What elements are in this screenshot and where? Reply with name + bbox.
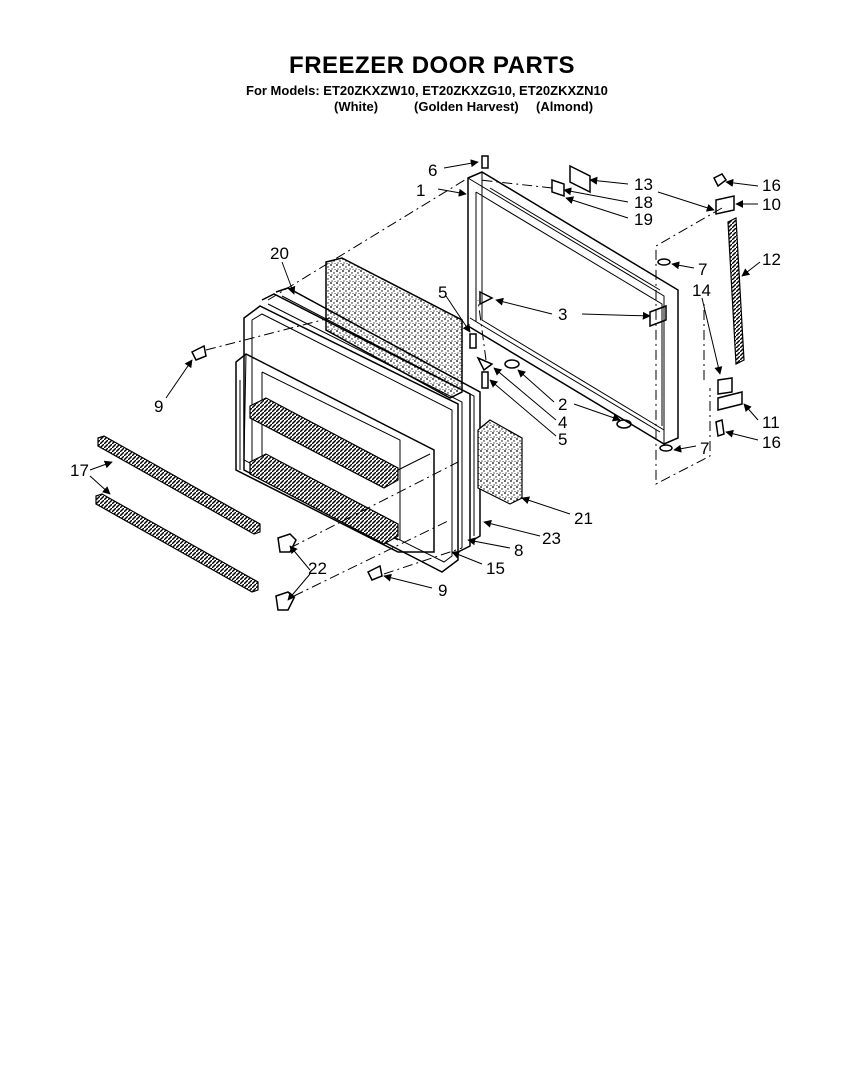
door-frame — [467, 171, 679, 445]
alignment-lines — [205, 177, 723, 597]
callout-4: 4 — [558, 413, 567, 432]
callout-8: 8 — [514, 541, 523, 560]
callout-21: 21 — [574, 509, 593, 528]
callout-1: 1 — [416, 181, 425, 200]
color-golden-harvest: (Golden Harvest) — [414, 99, 519, 114]
door-panel-21 — [477, 419, 523, 505]
callout-23: 23 — [542, 529, 561, 548]
callout-9-bottom: 9 — [438, 581, 447, 600]
door-insulation-panel — [325, 257, 463, 399]
callout-11: 11 — [762, 413, 780, 432]
callout-6: 6 — [428, 161, 437, 180]
callout-labels: 1 6 13 18 19 16 10 12 7 3 5 14 2 4 5 11 … — [70, 161, 781, 600]
color-white: (White) — [334, 99, 379, 114]
callout-14: 14 — [692, 281, 711, 300]
callout-7-bottom: 7 — [700, 439, 709, 458]
callout-19: 19 — [634, 210, 653, 229]
hinge-parts — [190, 155, 743, 581]
rail-end-caps — [275, 533, 297, 611]
leader-lines — [89, 159, 761, 601]
callout-17: 17 — [70, 461, 89, 480]
page-title: FREEZER DOOR PARTS — [289, 52, 575, 79]
callout-9-left: 9 — [154, 397, 163, 416]
callout-5-top: 5 — [438, 283, 447, 302]
callout-16-bottom: 16 — [762, 433, 781, 452]
callout-20: 20 — [270, 244, 289, 263]
callout-2: 2 — [558, 395, 567, 414]
callout-10: 10 — [762, 195, 781, 214]
color-almond: (Almond) — [536, 99, 594, 114]
models-line: For Models: ET20ZKXZW10, ET20ZKXZG10, ET… — [246, 83, 608, 98]
handle-bar — [727, 217, 745, 365]
shelf-rails — [95, 435, 261, 593]
callout-16-top: 16 — [762, 176, 781, 195]
callout-5-bottom: 5 — [558, 430, 567, 449]
callout-7-top: 7 — [698, 260, 707, 279]
door-liner-bins — [235, 353, 435, 553]
callout-3: 3 — [558, 305, 567, 324]
callout-22: 22 — [308, 559, 327, 578]
callout-18: 18 — [634, 193, 653, 212]
callout-12: 12 — [762, 250, 781, 269]
callout-13: 13 — [634, 175, 653, 194]
callout-15: 15 — [486, 559, 505, 578]
